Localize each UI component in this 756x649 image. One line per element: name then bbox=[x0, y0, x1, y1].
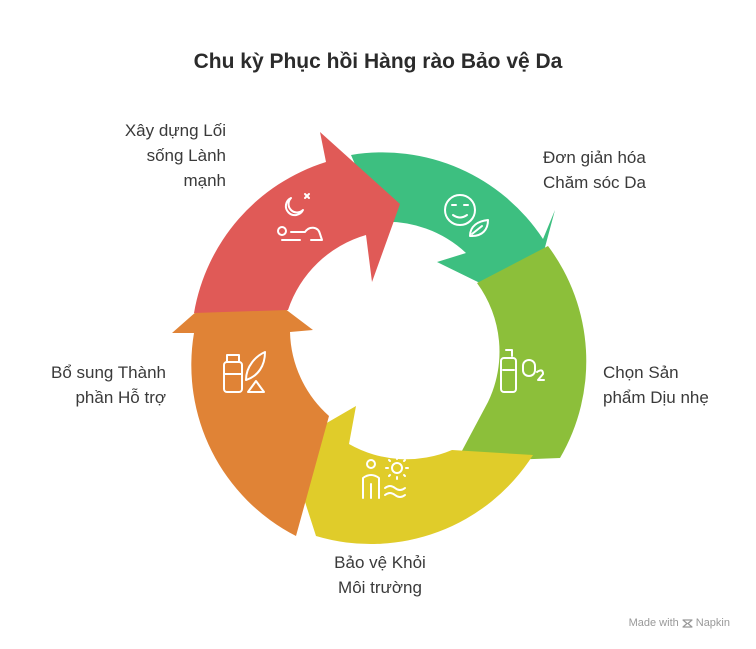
lifestyle-icon bbox=[277, 193, 323, 241]
sun-protection-icon bbox=[362, 456, 409, 499]
cycle-segment-supplements bbox=[172, 274, 329, 536]
label-supplements: Bổ sung Thành phần Hỗ trợ bbox=[51, 363, 166, 407]
label-simplify: Đơn giản hóa Chăm sóc Da bbox=[543, 148, 646, 192]
napkin-watermark: Made with Napkin bbox=[628, 617, 730, 629]
cycle-segment-lifestyle bbox=[194, 132, 400, 313]
napkin-logo-icon bbox=[682, 618, 693, 628]
skincare-icon bbox=[444, 194, 489, 237]
label-gentle-products: Chọn Sản phẩm Dịu nhẹ bbox=[603, 363, 709, 407]
gentle-product-icon bbox=[500, 349, 545, 393]
supplement-icon bbox=[223, 351, 266, 393]
label-lifestyle: Xây dựng Lối sống Lành mạnh bbox=[124, 121, 226, 190]
label-environment: Bảo vệ Khỏi Môi trường bbox=[334, 553, 426, 597]
diagram-title: Chu kỳ Phục hồi Hàng rào Bảo vệ Da bbox=[193, 50, 563, 73]
cycle-segment-gentle-products bbox=[456, 246, 587, 462]
cycle-segment-environment bbox=[287, 406, 533, 545]
cycle-segment-simplify bbox=[351, 152, 555, 307]
